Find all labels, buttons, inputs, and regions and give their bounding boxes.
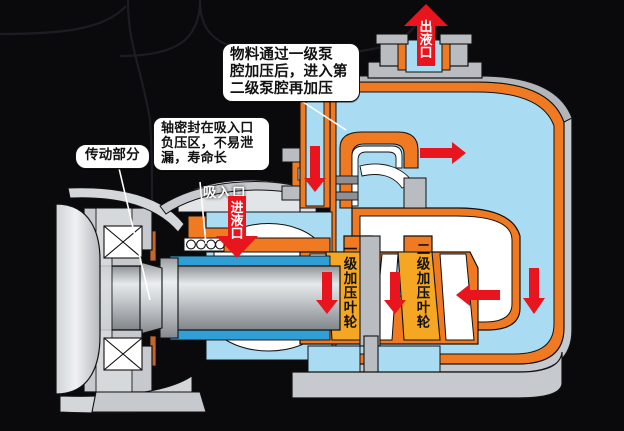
flow-arrow-left-riser-up — [304, 146, 326, 192]
impeller-2-blade — [397, 251, 441, 341]
bearing-lower — [103, 337, 143, 371]
leader-lines — [117, 99, 347, 301]
impeller-2-shroud-outer — [439, 253, 475, 341]
flow-arrow-top-right — [420, 142, 466, 164]
callout-flow-note: 物料通过一级泵 腔加压后，进入第 二级泵腔再加压 — [222, 43, 360, 103]
drive-motor-body — [55, 203, 101, 395]
flow-arrow-stage1-up — [316, 272, 338, 314]
volute-center-hub — [359, 235, 381, 347]
callout-seal-note: 轴密封在吸入口 负压区，不易泄 漏，寿命长 — [153, 117, 270, 172]
interstage-crossover-duct — [335, 131, 427, 209]
leader-flow-note — [299, 99, 347, 131]
label-impeller-stage1: 一级加压叶轮 — [340, 242, 357, 329]
outlet-char-1: 出 — [419, 20, 433, 35]
outlet-arrow-text: 出 液 口 — [404, 21, 448, 60]
inlet-char-2: 液 — [230, 214, 244, 229]
flow-arrow-bottom-left — [456, 284, 500, 306]
casing-bottom-outer — [291, 351, 563, 399]
leader-seal-note — [199, 181, 207, 245]
callout-drive-note: 传动部分 — [75, 144, 150, 169]
shaft-sleeve-lower — [169, 329, 331, 341]
inlet-arrow-shape — [216, 196, 258, 258]
outlet-char-2: 液 — [419, 33, 433, 48]
drive-motor-foot — [91, 391, 207, 413]
flow-arrow-right-down — [523, 268, 545, 314]
pump-shaft — [91, 265, 341, 331]
outlet-char-3: 口 — [419, 46, 433, 61]
outlet-port-arrow: 出 液 口 — [404, 4, 448, 66]
inlet-port-arrow: 进 液 口 — [216, 196, 258, 258]
inlet-char-1: 进 — [230, 201, 244, 216]
inlet-char-3: 口 — [230, 227, 244, 242]
background-watermark — [0, 0, 419, 201]
leader-drive-note — [117, 163, 151, 301]
outlet-arrow-shape — [404, 4, 448, 66]
shaft-step-collar — [159, 257, 179, 339]
inlet-arrow-text: 进 液 口 — [216, 202, 258, 241]
flow-arrow-stage2-up — [384, 272, 406, 314]
outlet-flange-assembly — [367, 33, 483, 79]
mechanical-seal-spring-upper — [183, 237, 225, 252]
label-impeller-stage2: 二级加压叶轮 — [413, 242, 430, 329]
